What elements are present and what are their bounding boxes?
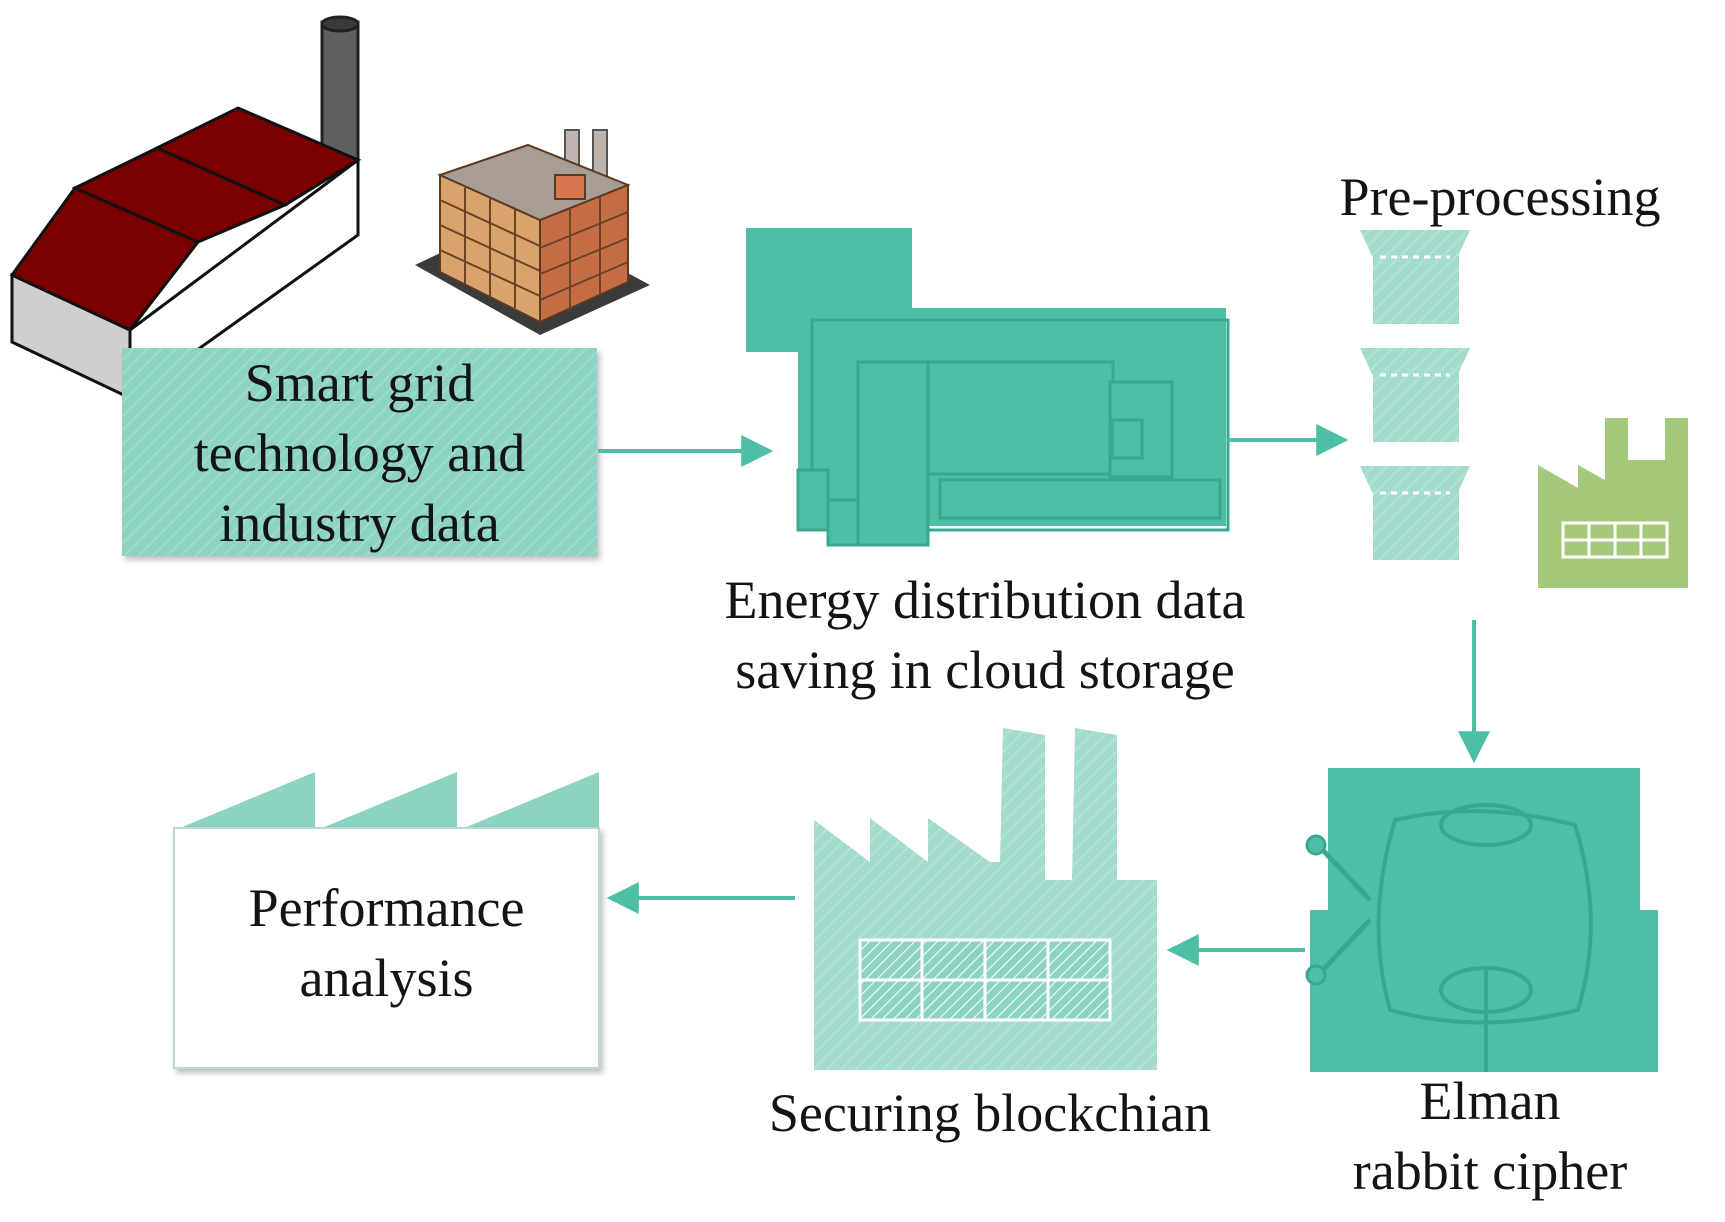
vault-icon — [1305, 768, 1658, 1072]
preprocessing-label-line-1: Pre-processing — [1339, 167, 1661, 227]
source-label-line-1: Smart grid — [244, 353, 475, 413]
factory-red-roof-icon — [9, 15, 362, 401]
industrial-building-icon — [415, 129, 650, 335]
storage-label-line-2: saving in cloud storage — [735, 640, 1235, 700]
analysis-label: Performance analysis — [174, 873, 599, 1013]
source-box — [122, 348, 597, 556]
box-icon — [1360, 230, 1470, 560]
server-icon — [746, 228, 1230, 547]
blockchain-label: Securing blockchian — [720, 1078, 1260, 1148]
cipher-label-line-1: Elman — [1419, 1071, 1561, 1131]
source-label-line-2: technology and — [193, 423, 526, 483]
storage-label: Energy distribution data saving in cloud… — [680, 565, 1290, 705]
analysis-label-line-1: Performance — [248, 878, 525, 938]
storage-label-line-1: Energy distribution data — [724, 570, 1246, 630]
cipher-label-line-2: rabbit cipher — [1352, 1141, 1628, 1201]
blockchain-label-line-1: Securing blockchian — [768, 1083, 1212, 1143]
cipher-label: Elman rabbit cipher — [1300, 1066, 1680, 1206]
source-label-line-3: industry data — [219, 493, 500, 553]
green-factory-icon — [1538, 418, 1688, 588]
analysis-label-line-2: analysis — [299, 948, 474, 1008]
factory-icon — [814, 728, 1157, 1070]
analysis-box — [173, 772, 600, 1069]
preprocessing-label: Pre-processing — [1300, 162, 1700, 232]
source-label: Smart grid technology and industry data — [122, 348, 597, 558]
